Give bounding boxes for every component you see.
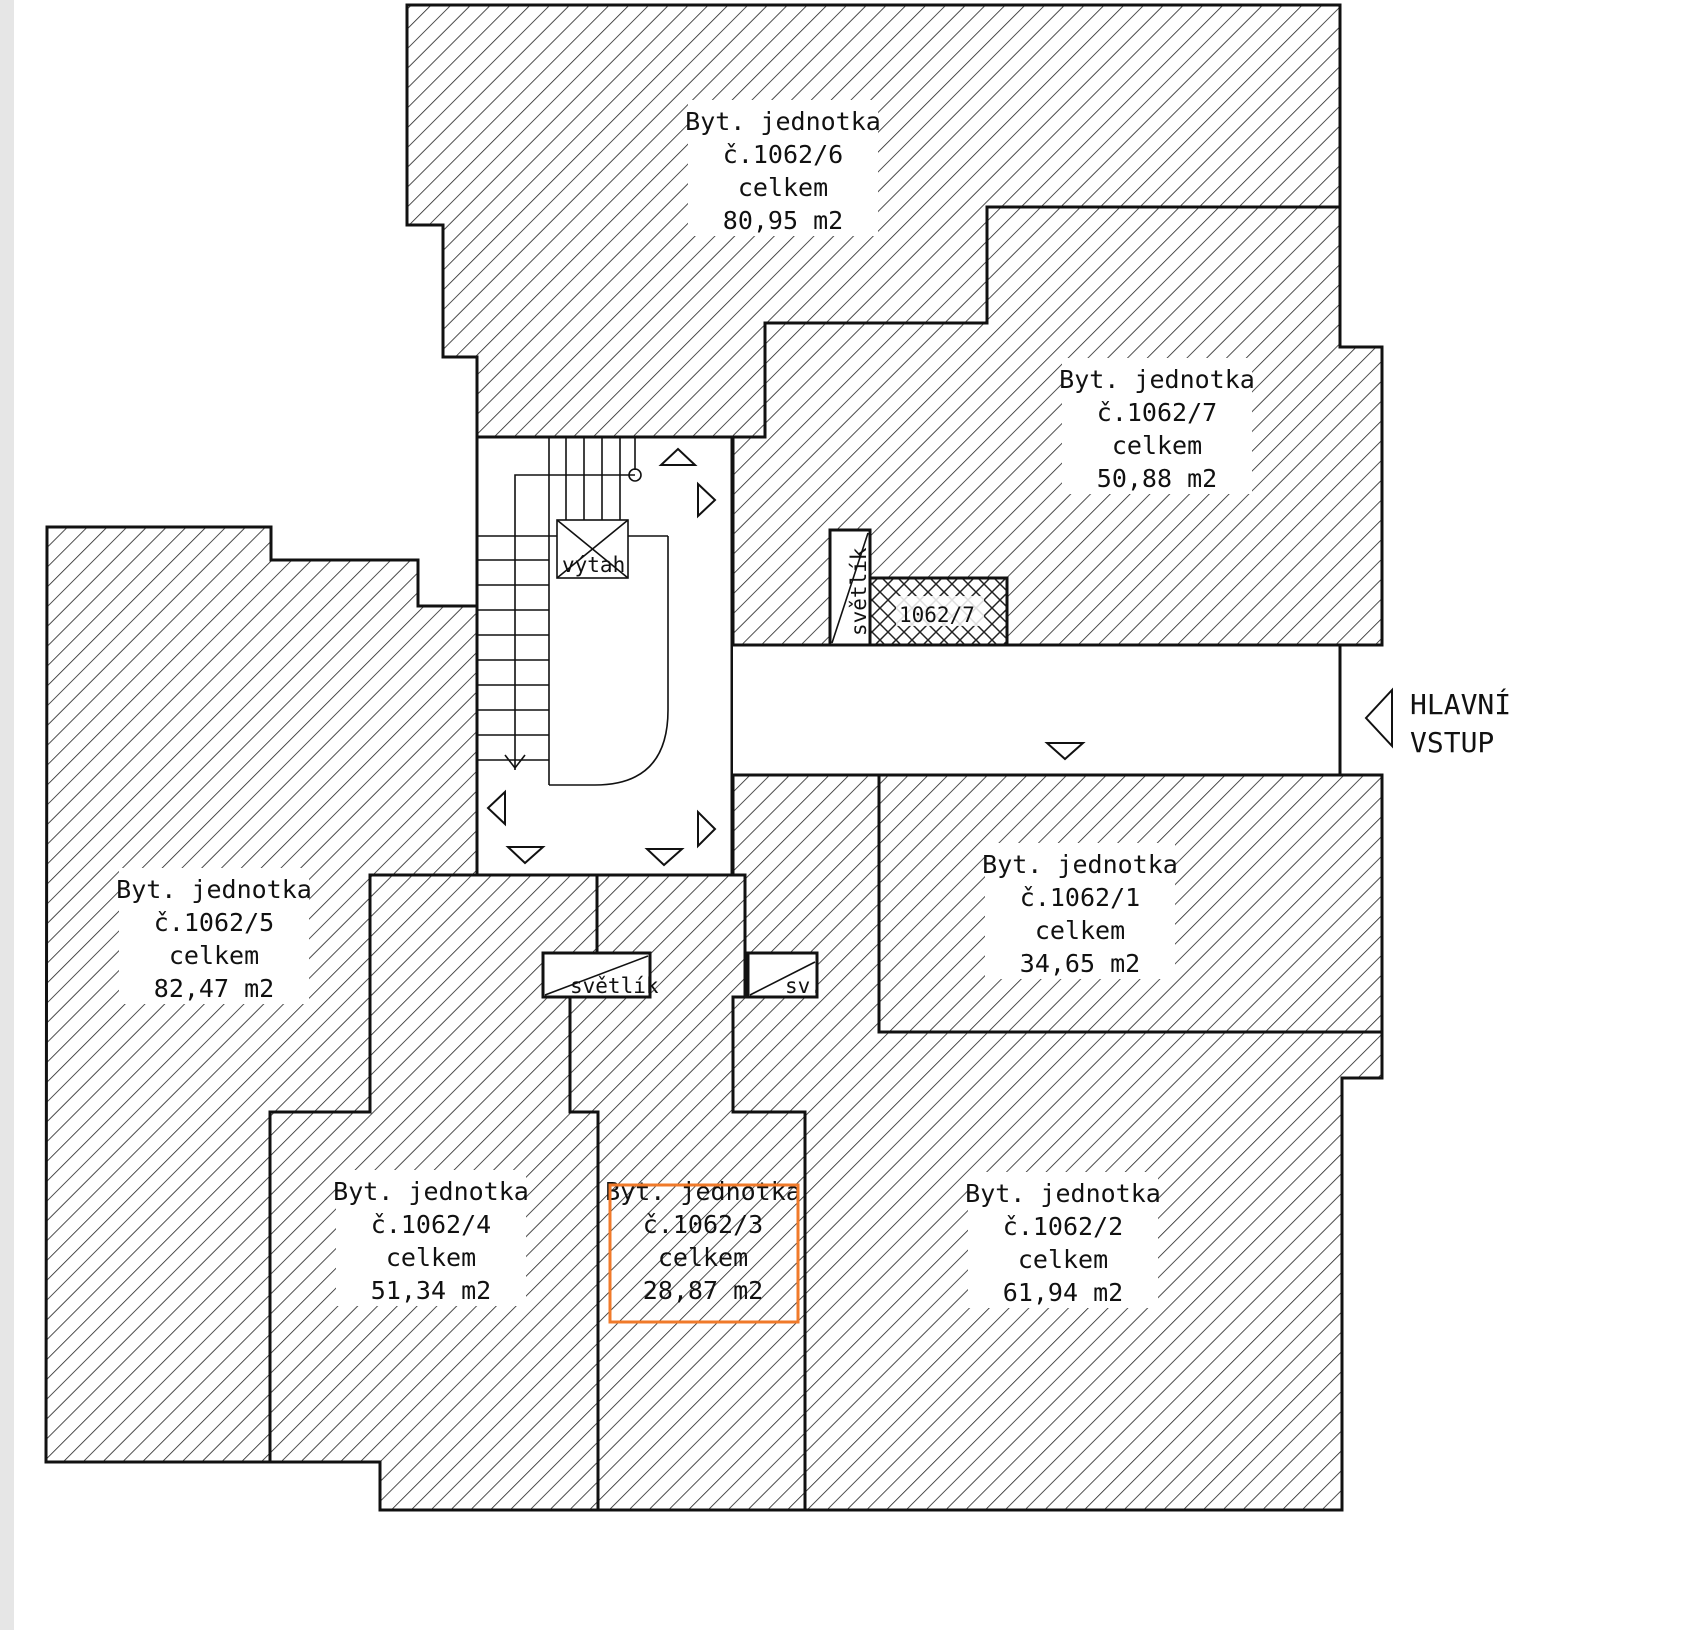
unit-line2: č.1062/3 <box>643 1210 763 1239</box>
cellar-1062-7[interactable]: 1062/7 <box>868 576 1009 647</box>
unit-line1: Byt. jednotka <box>1059 365 1255 394</box>
entrance-label-2: VSTUP <box>1410 726 1494 759</box>
highlight-box <box>608 1183 800 1324</box>
unit-area: 51,34 m2 <box>371 1276 491 1305</box>
entrance-label-1: HLAVNÍ <box>1410 687 1511 721</box>
unit-label-1062-7: Byt. jednotka č.1062/7 celkem 50,88 m2 <box>1059 358 1255 494</box>
unit-area: 50,88 m2 <box>1097 464 1217 493</box>
stairs <box>477 437 669 786</box>
elevator: výtah <box>556 519 629 579</box>
unit-line1: Byt. jednotka <box>982 850 1178 879</box>
unit-line3: celkem <box>738 173 828 202</box>
unit-line2: č.1062/4 <box>371 1210 491 1239</box>
unit-line2: č.1062/6 <box>723 140 843 169</box>
unit-line2: č.1062/7 <box>1097 398 1217 427</box>
elevator-label: výtah <box>562 553 625 577</box>
lightwell-small: sv. <box>746 951 823 999</box>
unit-label-1062-3: Byt. jednotka č.1062/3 celkem 28,87 m2 <box>605 1177 801 1305</box>
unit-line3: celkem <box>1018 1245 1108 1274</box>
unit-area: 82,47 m2 <box>154 974 274 1003</box>
unit-area: 61,94 m2 <box>1003 1278 1123 1307</box>
unit-line3: celkem <box>169 941 259 970</box>
unit-line1: Byt. jednotka <box>685 107 881 136</box>
svg-text:světlík: světlík <box>570 974 659 998</box>
unit-line2: č.1062/1 <box>1020 883 1140 912</box>
unit-area: 28,87 m2 <box>643 1276 763 1305</box>
main-entrance[interactable]: HLAVNÍ VSTUP <box>1364 687 1511 759</box>
unit-label-1062-5: Byt. jednotka č.1062/5 celkem 82,47 m2 <box>116 868 312 1004</box>
unit-label-1062-4: Byt. jednotka č.1062/4 celkem 51,34 m2 <box>333 1170 529 1306</box>
direction-arrows <box>486 447 1086 867</box>
unit-line1: Byt. jednotka <box>605 1177 801 1206</box>
unit-line1: Byt. jednotka <box>116 875 312 904</box>
unit-line3: celkem <box>658 1243 748 1272</box>
unit-label-1062-2: Byt. jednotka č.1062/2 celkem 61,94 m2 <box>965 1172 1161 1308</box>
entrance-arrow-icon <box>1364 687 1393 749</box>
lightwell-upper: světlík <box>828 528 872 647</box>
unit-area: 80,95 m2 <box>723 206 843 235</box>
svg-text:světlík: světlík <box>847 547 871 636</box>
svg-text:sv.: sv. <box>785 974 823 998</box>
entrance-corridor <box>733 646 1340 774</box>
unit-label-1062-1: Byt. jednotka č.1062/1 celkem 34,65 m2 <box>982 843 1178 979</box>
unit-label-1062-6: Byt. jednotka č.1062/6 celkem 80,95 m2 <box>685 100 881 236</box>
staircase-hall <box>475 435 734 877</box>
unit-area: 34,65 m2 <box>1020 949 1140 978</box>
unit-line3: celkem <box>386 1243 476 1272</box>
lightwell-lower: světlík <box>541 951 659 999</box>
cellar-label: 1062/7 <box>899 603 975 627</box>
unit-line2: č.1062/5 <box>154 908 274 937</box>
unit-line3: celkem <box>1112 431 1202 460</box>
unit-line2: č.1062/2 <box>1003 1212 1123 1241</box>
unit-line1: Byt. jednotka <box>333 1177 529 1206</box>
unit-line3: celkem <box>1035 916 1125 945</box>
unit-line1: Byt. jednotka <box>965 1179 1161 1208</box>
scan-edge <box>0 0 14 1630</box>
